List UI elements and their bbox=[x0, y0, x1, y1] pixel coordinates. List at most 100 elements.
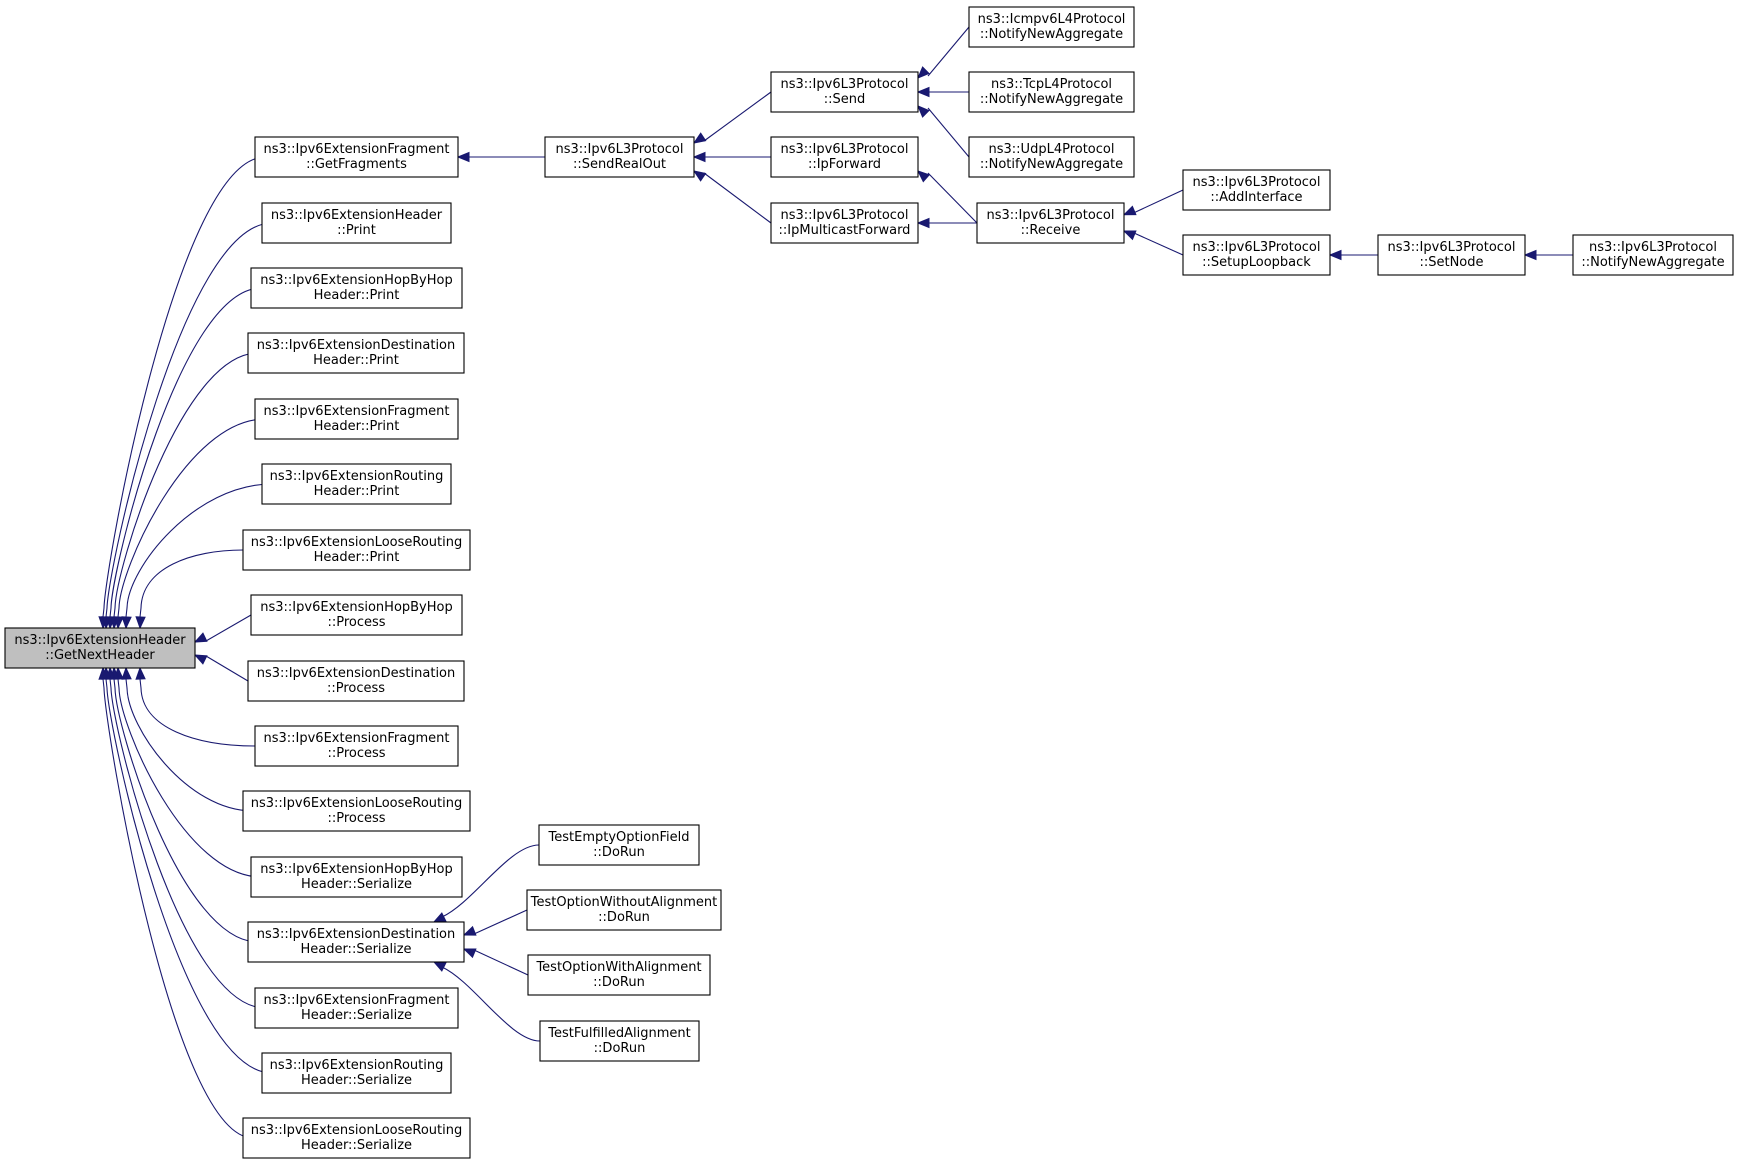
arrowhead bbox=[692, 151, 706, 163]
node-box bbox=[242, 790, 471, 832]
node-hopSerialize[interactable]: ns3::Ipv6ExtensionHopByHopHeader::Serial… bbox=[250, 856, 463, 898]
node-routingSerialize[interactable]: ns3::Ipv6ExtensionRoutingHeader::Seriali… bbox=[261, 1052, 452, 1094]
node-label: ::GetFragments bbox=[306, 157, 407, 172]
arrowhead bbox=[193, 654, 208, 665]
node-box bbox=[976, 202, 1125, 244]
node-label: ns3::Ipv6L3Protocol bbox=[1388, 240, 1516, 255]
arrowhead bbox=[917, 170, 931, 183]
node-label: TestFulfilledAlignment bbox=[547, 1026, 691, 1041]
edge-line bbox=[1133, 189, 1184, 214]
node-box bbox=[538, 824, 700, 866]
node-box bbox=[250, 267, 463, 309]
edge-line bbox=[473, 909, 528, 935]
edge-line bbox=[1133, 232, 1184, 256]
node-sendRealOut[interactable]: ns3::Ipv6L3Protocol::SendRealOut bbox=[544, 136, 695, 178]
node-box bbox=[544, 136, 695, 178]
node-label: ::SendRealOut bbox=[573, 157, 666, 172]
node-box bbox=[1572, 234, 1734, 276]
node-label: ::Send bbox=[824, 92, 866, 107]
node-setNode[interactable]: ns3::Ipv6L3Protocol::SetNode bbox=[1377, 234, 1526, 276]
node-destHeaderPrint[interactable]: ns3::Ipv6ExtensionDestinationHeader::Pri… bbox=[247, 332, 465, 374]
edge-looseProcess-to-root bbox=[121, 666, 254, 812]
node-label: ::Process bbox=[327, 746, 385, 761]
edge-fragHeaderPrint-to-root bbox=[113, 418, 266, 630]
node-label: ns3::Ipv6L3Protocol bbox=[1193, 240, 1321, 255]
node-addInterface[interactable]: ns3::Ipv6L3Protocol::AddInterface bbox=[1182, 169, 1331, 211]
node-label: ::Receive bbox=[1021, 223, 1081, 238]
node-ipForward[interactable]: ns3::Ipv6L3Protocol::IpForward bbox=[770, 136, 919, 178]
node-icmpNotify[interactable]: ns3::Icmpv6L4Protocol::NotifyNewAggregat… bbox=[968, 6, 1135, 48]
node-label: ns3::Ipv6ExtensionHopByHop bbox=[260, 862, 453, 877]
node-l3Notify[interactable]: ns3::Ipv6L3Protocol::NotifyNewAggregate bbox=[1572, 234, 1734, 276]
node-fragSerialize[interactable]: ns3::Ipv6ExtensionFragmentHeader::Serial… bbox=[254, 987, 459, 1029]
node-hopProcess[interactable]: ns3::Ipv6ExtensionHopByHop::Process bbox=[250, 594, 463, 636]
edge-ipForward-to-sendRealOut bbox=[692, 151, 771, 163]
node-label: ns3::Ipv6L3Protocol bbox=[987, 208, 1115, 223]
edge-line bbox=[105, 222, 273, 618]
node-send[interactable]: ns3::Ipv6L3Protocol::Send bbox=[770, 71, 919, 113]
node-label: ::IpForward bbox=[808, 157, 881, 172]
node-root[interactable]: ns3::Ipv6ExtensionHeader::GetNextHeader bbox=[4, 627, 196, 669]
node-tcpNotify[interactable]: ns3::TcpL4Protocol::NotifyNewAggregate bbox=[968, 71, 1135, 113]
edge-ipMulticastForward-to-sendRealOut bbox=[692, 170, 772, 224]
node-box bbox=[539, 1020, 700, 1062]
arrowhead bbox=[462, 948, 477, 959]
arrowhead bbox=[135, 666, 146, 680]
node-receive[interactable]: ns3::Ipv6L3Protocol::Receive bbox=[976, 202, 1125, 244]
node-label: ::GetNextHeader bbox=[45, 648, 155, 663]
node-label: ns3::Ipv6ExtensionFragment bbox=[263, 731, 449, 746]
node-looseSerialize[interactable]: ns3::Ipv6ExtensionLooseRoutingHeader::Se… bbox=[242, 1117, 471, 1159]
edge-line bbox=[125, 678, 254, 812]
node-testWith[interactable]: TestOptionWithAlignment::DoRun bbox=[527, 954, 711, 996]
edge-line bbox=[473, 949, 529, 976]
node-destProcess[interactable]: ns3::Ipv6ExtensionDestination::Process bbox=[247, 660, 465, 702]
node-label: ns3::Ipv6ExtensionDestination bbox=[257, 666, 456, 681]
node-fragProcess[interactable]: ns3::Ipv6ExtensionFragment::Process bbox=[254, 725, 459, 767]
arrowhead bbox=[462, 925, 477, 936]
arrowhead bbox=[432, 912, 447, 923]
edge-tcpNotify-to-send bbox=[916, 86, 969, 98]
node-label: ns3::Ipv6ExtensionFragment bbox=[263, 142, 449, 157]
node-testWithout[interactable]: TestOptionWithoutAlignment::DoRun bbox=[526, 889, 722, 931]
node-fragGetFragments[interactable]: ns3::Ipv6ExtensionFragment::GetFragments bbox=[254, 136, 459, 178]
node-extHeaderPrint[interactable]: ns3::Ipv6ExtensionHeader::Print bbox=[261, 202, 452, 244]
node-ipMulticastForward[interactable]: ns3::Ipv6L3Protocol::IpMulticastForward bbox=[770, 202, 919, 244]
edge-fragSerialize-to-root bbox=[105, 666, 266, 1009]
node-udpNotify[interactable]: ns3::UdpL4Protocol::NotifyNewAggregate bbox=[968, 136, 1135, 178]
edge-setupLoopback-to-receive bbox=[1122, 230, 1184, 256]
node-label: ::SetupLoopback bbox=[1202, 255, 1311, 270]
node-testEmpty[interactable]: TestEmptyOptionField::DoRun bbox=[538, 824, 700, 866]
node-setupLoopback[interactable]: ns3::Ipv6L3Protocol::SetupLoopback bbox=[1182, 234, 1331, 276]
node-label: ns3::Ipv6ExtensionHeader bbox=[14, 633, 186, 648]
node-label: ns3::Ipv6L3Protocol bbox=[1589, 240, 1717, 255]
node-destSerialize[interactable]: ns3::Ipv6ExtensionDestinationHeader::Ser… bbox=[247, 921, 465, 963]
edge-line bbox=[139, 678, 256, 747]
arrowhead bbox=[135, 616, 146, 630]
edge-fragProcess-to-root bbox=[135, 666, 256, 747]
node-box bbox=[250, 856, 463, 898]
edge-hopProcess-to-root bbox=[193, 614, 252, 643]
edge-line bbox=[205, 655, 249, 682]
node-box bbox=[1182, 169, 1331, 211]
node-label: TestEmptyOptionField bbox=[548, 830, 690, 845]
arrowhead bbox=[98, 666, 109, 680]
node-looseHeaderPrint[interactable]: ns3::Ipv6ExtensionLooseRoutingHeader::Pr… bbox=[242, 529, 471, 571]
arrowhead bbox=[917, 105, 930, 118]
node-looseProcess[interactable]: ns3::Ipv6ExtensionLooseRouting::Process bbox=[242, 790, 471, 832]
node-label: ns3::Ipv6ExtensionHeader bbox=[271, 208, 443, 223]
arrowhead bbox=[916, 86, 930, 98]
nodes-layer: ns3::Ipv6ExtensionHeader::GetNextHeadern… bbox=[4, 6, 1734, 1159]
edge-send-to-sendRealOut bbox=[692, 91, 772, 144]
node-label: ns3::Ipv6ExtensionLooseRouting bbox=[251, 535, 462, 550]
node-label: ns3::TcpL4Protocol bbox=[991, 77, 1112, 92]
edge-line bbox=[105, 678, 273, 1074]
node-label: ns3::Ipv6L3Protocol bbox=[781, 142, 909, 157]
edge-line bbox=[441, 844, 540, 918]
edge-line bbox=[703, 172, 772, 224]
arrowhead bbox=[692, 170, 707, 182]
edge-line bbox=[927, 172, 978, 224]
node-testFulfilled[interactable]: TestFulfilledAlignment::DoRun bbox=[539, 1020, 700, 1062]
